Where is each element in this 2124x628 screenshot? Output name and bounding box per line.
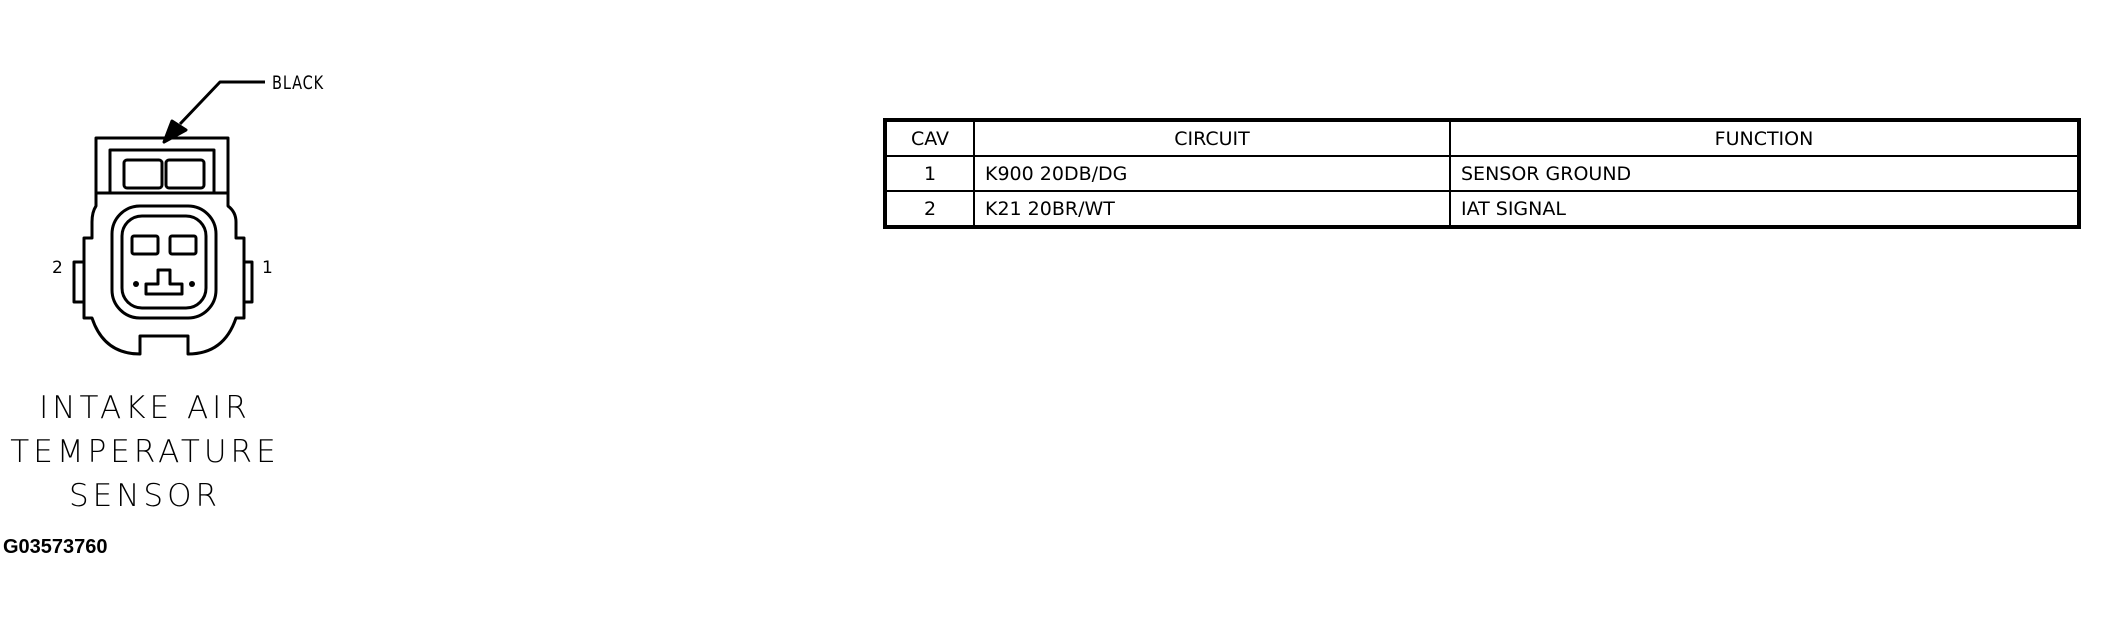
table-row: 2 K21 20BR/WT IAT SIGNAL xyxy=(884,190,2080,228)
component-name: INTAKE AIR TEMPERATURE SENSOR xyxy=(0,386,290,518)
component-name-line: SENSOR xyxy=(68,478,222,514)
cell-circuit: K900 20DB/DG xyxy=(973,155,1451,192)
color-callout-leader xyxy=(178,80,265,126)
connector-latch xyxy=(94,136,230,193)
connector-housing xyxy=(82,191,246,356)
figure-id: G03573760 xyxy=(3,536,108,558)
header-circuit: CIRCUIT xyxy=(973,119,1451,157)
connector-face xyxy=(110,204,218,320)
header-function: FUNCTION xyxy=(1449,119,2080,157)
cell-cav: 1 xyxy=(884,155,975,192)
table-row: 1 K900 20DB/DG SENSOR GROUND xyxy=(884,155,2080,192)
cell-function: SENSOR GROUND xyxy=(1449,155,2080,192)
terminal-cavity-2 xyxy=(130,234,160,256)
pin-number-left: 2 xyxy=(52,258,63,278)
component-name-line: INTAKE AIR xyxy=(39,390,251,426)
pin-number-right: 1 xyxy=(262,258,273,278)
header-cav: CAV xyxy=(884,119,975,157)
cell-function: IAT SIGNAL xyxy=(1449,190,2080,228)
component-name-line: TEMPERATURE xyxy=(10,434,280,470)
table-header-row: CAV CIRCUIT FUNCTION xyxy=(884,119,2080,157)
polarizing-key xyxy=(144,268,184,296)
cell-cav: 2 xyxy=(884,190,975,228)
pinout-table: CAV CIRCUIT FUNCTION 1 K900 20DB/DG SENS… xyxy=(883,118,2081,229)
connector-color-label: BLACK xyxy=(272,72,325,94)
cell-circuit: K21 20BR/WT xyxy=(973,190,1451,228)
terminal-cavity-1 xyxy=(168,234,198,256)
